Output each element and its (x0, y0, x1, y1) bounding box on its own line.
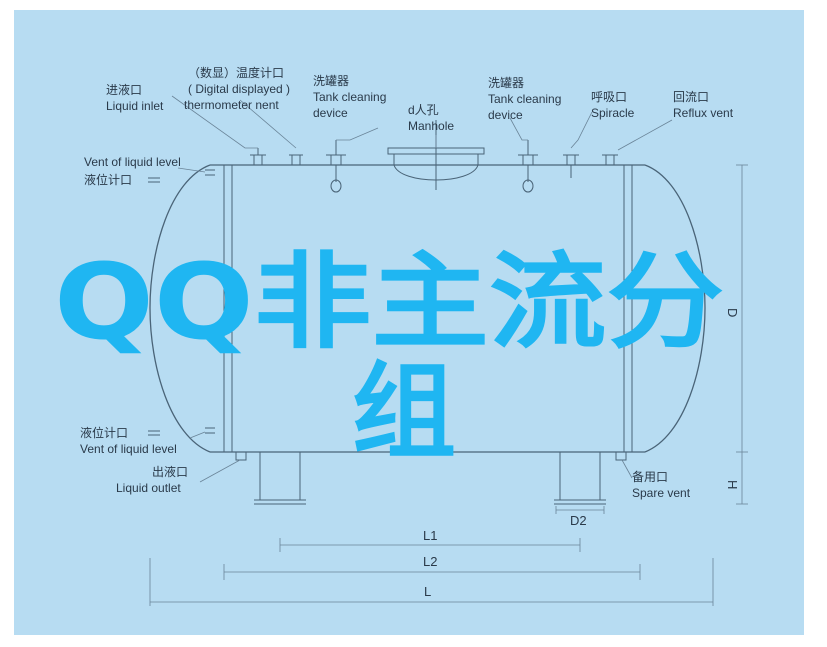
spiracle-cn: 呼吸口 (591, 90, 627, 104)
dim-l: L (424, 584, 431, 599)
dim-d2: D2 (570, 513, 587, 528)
overlay-title: QQ非主流分 组 (54, 241, 724, 473)
reflux-vent-en: Reflux vent (673, 106, 734, 120)
vent-level-top-cn: 液位计口 (84, 172, 132, 187)
vent-level-bottom-en: Vent of liquid level (80, 442, 177, 456)
thermometer-cn: （数显）温度计口 (188, 65, 284, 80)
manhole-cn: d人孔 (408, 103, 439, 117)
diagram-background (14, 10, 804, 635)
reflux-vent-cn: 回流口 (673, 90, 709, 104)
vent-level-top-en: Vent of liquid level (84, 155, 181, 169)
dim-l1: L1 (423, 528, 437, 543)
dim-d: D (725, 308, 740, 317)
liquid-inlet-cn: 进液口 (106, 82, 142, 97)
overlay-line-1: QQ非主流分 (54, 241, 724, 363)
dimension-labels: L1 L2 L D2 D H (423, 308, 740, 599)
leader-lines (148, 95, 673, 483)
liquid-outlet-en: Liquid outlet (116, 481, 181, 495)
top-nozzles (250, 140, 618, 193)
overlay-line-2: 组 (352, 351, 456, 473)
tank-cleaning-right-cn: 洗罐器 (488, 76, 524, 90)
tank-cleaning-right-en-2: device (488, 108, 523, 122)
spiracle-en: Spiracle (591, 106, 635, 120)
dim-h: H (725, 480, 740, 489)
spare-vent-cn: 备用口 (632, 470, 668, 484)
tank-body (149, 164, 706, 453)
thermometer-en-2: thermometer nent (184, 98, 279, 112)
level-vents (205, 169, 215, 434)
tank-cleaning-left-en-1: Tank cleaning (313, 90, 386, 104)
liquid-outlet-cn: 出液口 (152, 464, 188, 479)
dimension-lines (149, 164, 748, 606)
vent-level-bottom-cn: 液位计口 (80, 425, 128, 440)
thermometer-en-1: ( Digital displayed ) (188, 82, 290, 96)
liquid-inlet-en: Liquid inlet (106, 99, 164, 113)
tank-cleaning-left-en-2: device (313, 106, 348, 120)
tank-cleaning-right-en-1: Tank cleaning (488, 92, 561, 106)
labels: 进液口 Liquid inlet （数显）温度计口 ( Digital disp… (80, 65, 734, 500)
manhole-en: Manhole (408, 119, 454, 133)
spare-vent-en: Spare vent (632, 486, 691, 500)
bottom-nozzles (235, 451, 627, 505)
dim-l2: L2 (423, 554, 437, 569)
tank-cleaning-left-cn: 洗罐器 (313, 74, 349, 88)
